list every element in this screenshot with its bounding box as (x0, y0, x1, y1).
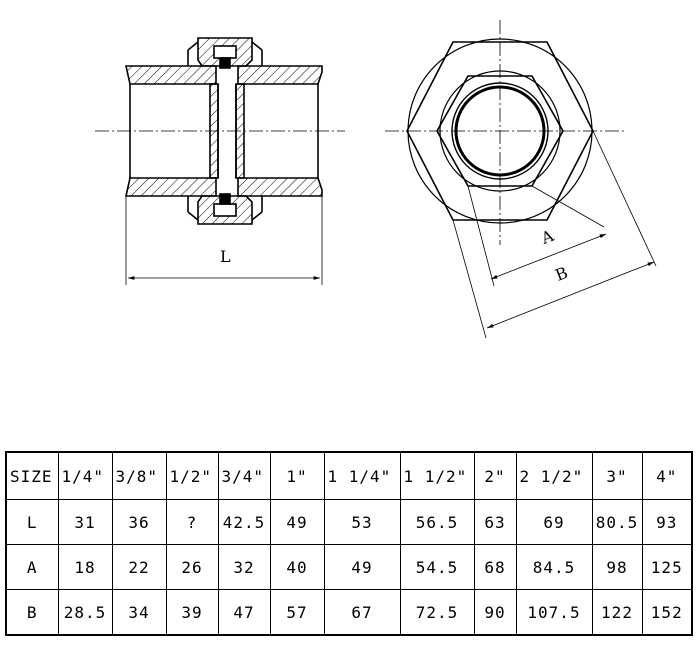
table-row: A 18 22 26 32 40 49 54.5 68 84.5 98 125 (5, 544, 693, 590)
table-cell: 93 (641, 499, 693, 545)
bottom-nut-pocket (213, 203, 237, 217)
table-cell: 18 (57, 544, 113, 590)
bore-ring-inner (454, 85, 546, 177)
inner-flange-right (235, 83, 245, 179)
dim-A-label: A (538, 226, 557, 248)
table-cell: 72.5 (399, 589, 475, 636)
table-row: L 31 36 ? 42.5 49 53 56.5 63 69 80.5 93 (5, 499, 693, 545)
dim-L-label: L (220, 247, 231, 266)
header-cell: 2" (473, 451, 517, 500)
inner-flange-left (209, 83, 219, 179)
row-label: A (5, 544, 59, 590)
top-wall-left (125, 65, 217, 85)
table-cell: 69 (515, 499, 593, 545)
top-wall-right (237, 65, 323, 85)
header-cell: 1" (269, 451, 325, 500)
row-label: B (5, 589, 59, 636)
table-cell: 26 (165, 544, 219, 590)
top-gasket (219, 57, 231, 69)
header-cell: 3" (591, 451, 643, 500)
table-cell: 90 (473, 589, 517, 636)
union-fitting-drawing: L A B (95, 20, 657, 339)
table-cell: 125 (641, 544, 693, 590)
table-row: B 28.5 34 39 47 57 67 72.5 90 107.5 122 … (5, 589, 693, 636)
table-cell: 34 (111, 589, 167, 636)
table-header-row: SIZE 1/4" 3/8" 1/2" 3/4" 1" 1 1/4" 1 1/2… (5, 451, 693, 500)
table-cell: 68 (473, 544, 517, 590)
header-cell: 3/4" (217, 451, 271, 500)
table-cell: 36 (111, 499, 167, 545)
dim-A-ext-left (467, 185, 495, 287)
table-cell: 28.5 (57, 589, 113, 636)
table-cell: 80.5 (591, 499, 643, 545)
inner-chamfer-circle (439, 70, 561, 192)
header-cell: 1/2" (165, 451, 219, 500)
side-section-view (95, 37, 345, 285)
header-cell: 1 1/4" (323, 451, 401, 500)
table-cell: 47 (217, 589, 271, 636)
table-cell: 152 (641, 589, 693, 636)
table-cell: 53 (323, 499, 401, 545)
table-cell: 31 (57, 499, 113, 545)
dim-B-label: B (553, 263, 571, 285)
bottom-gasket (219, 193, 231, 205)
table-cell: 84.5 (515, 544, 593, 590)
bottom-nut-chamfer (187, 211, 263, 221)
table-cell: 39 (165, 589, 219, 636)
dim-A-ext-right (531, 185, 605, 228)
table-cell: 122 (591, 589, 643, 636)
row-label: L (5, 499, 59, 545)
table-cell: 57 (269, 589, 325, 636)
table-cell: 49 (269, 499, 325, 545)
table-cell: 49 (323, 544, 401, 590)
header-cell: 1/4" (57, 451, 113, 500)
table-cell: ? (165, 499, 219, 545)
outer-chamfer-circle (407, 38, 593, 224)
top-nut-chamfer (187, 41, 263, 51)
table-cell: 98 (591, 544, 643, 590)
header-cell: 1 1/2" (399, 451, 475, 500)
bottom-wall-right (237, 177, 323, 197)
table-cell: 40 (269, 544, 325, 590)
dim-B-ext-left (452, 219, 487, 339)
dim-B-ext-right (592, 130, 657, 267)
table-cell: 107.5 (515, 589, 593, 636)
table-cell: 63 (473, 499, 517, 545)
table-cell: 54.5 (399, 544, 475, 590)
table-cell: 56.5 (399, 499, 475, 545)
technical-drawing: L A B (95, 20, 657, 339)
bore-ring-outer (451, 82, 549, 180)
bottom-wall-left (125, 177, 217, 197)
table-cell: 42.5 (217, 499, 271, 545)
table-cell: 67 (323, 589, 401, 636)
dim-B-line (486, 261, 655, 329)
table-cell: 22 (111, 544, 167, 590)
header-cell: SIZE (5, 451, 59, 500)
table-cell: 32 (217, 544, 271, 590)
top-nut-pocket (213, 45, 237, 59)
size-table: SIZE 1/4" 3/8" 1/2" 3/4" 1" 1 1/4" 1 1/2… (5, 451, 693, 636)
header-cell: 4" (641, 451, 693, 500)
header-cell: 2 1/2" (515, 451, 593, 500)
end-view (385, 20, 657, 339)
header-cell: 3/8" (111, 451, 167, 500)
